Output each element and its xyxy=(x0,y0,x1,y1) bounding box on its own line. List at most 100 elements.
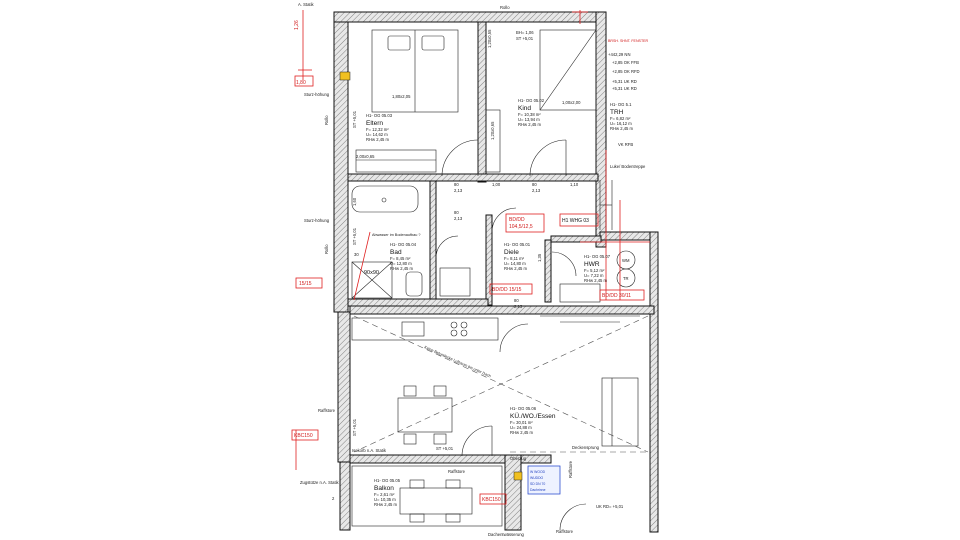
kind-st: ST +5,01 xyxy=(516,36,534,41)
trh-code: H1- OG 5.1 xyxy=(610,102,632,107)
tag-kbc1: KBC150 xyxy=(294,433,313,439)
interior-walls xyxy=(347,21,602,307)
st-b: ST +5,01 xyxy=(352,227,357,245)
kind-f: F= 10,38 m² xyxy=(518,112,541,117)
tag-whg: H1 WHG 03 xyxy=(562,218,589,224)
diele-hwr xyxy=(491,180,636,303)
diele-rhw: RHw 2,45 m xyxy=(504,266,528,271)
balkon-u: U= 10,35 m xyxy=(374,497,396,502)
wm-label: WM xyxy=(622,258,630,263)
tag-bd2: BD/DD 15/15 xyxy=(492,287,522,293)
eltern-furniture xyxy=(355,29,479,177)
rollo-top: Rollo xyxy=(500,5,510,10)
kind-bh: BH= 1,06 xyxy=(516,30,534,35)
sturz-1: Sturz-höhung xyxy=(304,92,330,97)
tag-bd3: BD/DD 30/11 xyxy=(602,293,631,299)
living-u: U= 24,88 m xyxy=(510,425,532,430)
st-living-a: ST +5,01 xyxy=(352,418,357,436)
eltern-wardrobe: 2,00x0,65 xyxy=(356,154,375,159)
st-a: ST +5,01 xyxy=(352,110,357,128)
hwr-name: HWR xyxy=(584,261,600,268)
dim-213c: 2,13 xyxy=(454,216,463,221)
living-sprung: Deckensprung xyxy=(572,445,600,450)
trh-level-2: +2,85 OK RFD xyxy=(612,69,640,74)
dim-80c: 80 xyxy=(454,210,459,215)
tag-bd1: BD/DD xyxy=(509,217,525,223)
dim-110: 1,10 xyxy=(570,182,579,187)
trh-u: U= 16,12 m xyxy=(610,121,632,126)
trh-rhw: RHw 2,45 m xyxy=(610,126,634,131)
eltern-f: F= 12,32 m² xyxy=(366,127,389,132)
zug: Zugstütze n.A. Statik xyxy=(300,480,340,485)
raff-d: Raffstore xyxy=(568,460,573,478)
balkon-code: H1- OG 05.05 xyxy=(374,478,401,483)
dim-80d: 80 xyxy=(514,298,519,303)
trh-level-0: +442,29 NN xyxy=(608,52,630,57)
blue-note-0: W WOOD xyxy=(530,470,546,474)
bad-rhw: RHw 2,45 m xyxy=(390,266,414,271)
isokorb: Isokorb n.A. Statik xyxy=(352,448,387,453)
tag-left-red: 15/15 xyxy=(299,281,312,287)
kind-side: 1,20x0,65 xyxy=(490,121,495,140)
kind-furniture xyxy=(485,29,597,177)
blue-note-box xyxy=(527,465,561,495)
raff-c: Raffstore xyxy=(556,529,574,534)
balkon-name: Balkon xyxy=(374,485,394,492)
blue-note-3: Dachrinne xyxy=(530,488,546,492)
outer-walls xyxy=(333,11,659,533)
dim-160: 1,60 xyxy=(352,197,357,206)
balkon-f: F= 2,61 m² xyxy=(374,492,395,497)
hwr-u: U= 7,22 m xyxy=(584,273,604,278)
kind-desk: 1,20x0,55 xyxy=(487,29,492,48)
rollo-a: Rollo xyxy=(324,115,329,125)
bad-fixtures xyxy=(351,185,471,299)
luke-label: Luke/ Bodentreppe xyxy=(610,164,646,169)
dim-135: 1,35 xyxy=(537,253,542,262)
dim-213d: 2,13 xyxy=(514,304,523,309)
dim-213a: 2,13 xyxy=(454,188,463,193)
tag-red-180: 1,80 xyxy=(296,80,306,86)
living-name: KÜ./WO./Essen xyxy=(510,412,556,420)
bad-f: F= 8,45 m² xyxy=(390,256,411,261)
kind-bed: 1,00x2,00 xyxy=(562,100,581,105)
bad-code: H1- OG 05.04 xyxy=(390,242,417,247)
eltern-rhw: RHw 2,45 m xyxy=(366,137,390,142)
dim-80b: 80 xyxy=(532,182,537,187)
hwr-rhw: RHw 2,45 m xyxy=(584,278,608,283)
tag-bd1b: 104,5/12,5 xyxy=(509,224,533,230)
tag-kbc2: KBC150 xyxy=(482,497,501,503)
living-code: H1- OG 05.06 xyxy=(510,406,537,411)
bad-note: Abwasser im Bodenaufbau ? xyxy=(372,233,421,237)
diele-f: F= 8,11 m² xyxy=(504,256,525,261)
bad-shower: 90x90 xyxy=(364,270,379,276)
bad-name: Bad xyxy=(390,249,402,256)
eltern-bed: 1,80x2,05 xyxy=(392,94,411,99)
sturz-2: Sturz-höhung xyxy=(304,218,330,223)
trh-f: F= 6,82 m² xyxy=(610,116,631,121)
tr-label: TR xyxy=(623,276,629,281)
hwr-code: H1- OG 05.07 xyxy=(584,254,611,259)
living-st: ST +5,01 xyxy=(436,446,454,451)
kind-rhw: RHw 2,45 m xyxy=(518,122,542,127)
diele-code: H1- OG 05.01 xyxy=(504,242,531,247)
balkon-rhw: RHw 2,45 m xyxy=(374,502,398,507)
eltern-u: U= 14,62 m xyxy=(366,132,388,137)
brand-note: BRSH. SHNT. FENSTER xyxy=(608,39,649,43)
dim-2: 2 xyxy=(332,496,335,501)
dim-30: 30 xyxy=(354,252,359,257)
diele-name: Diele xyxy=(504,249,519,256)
uk-rd: UK RD= +5,01 xyxy=(596,504,624,509)
trh-level-4: +5,31 UK RD xyxy=(612,86,637,91)
dim-80a: 80 xyxy=(454,182,459,187)
dim-100: 1,00 xyxy=(492,182,501,187)
diele-u: U= 14,80 m xyxy=(504,261,526,266)
trh-level-3: +5,31 UK RD xyxy=(612,79,637,84)
kind-name: Kind xyxy=(518,105,531,112)
living-rhw: RHw 2,45 m xyxy=(510,430,534,435)
raff-b: Raffstore xyxy=(448,469,466,474)
living-note: Keine Betondecke Luftraum bis unter Dach xyxy=(424,345,492,378)
trh-name: TRH xyxy=(610,109,624,116)
balkon-furniture xyxy=(339,71,587,531)
vk-rfb: VK RFB xyxy=(618,142,633,147)
